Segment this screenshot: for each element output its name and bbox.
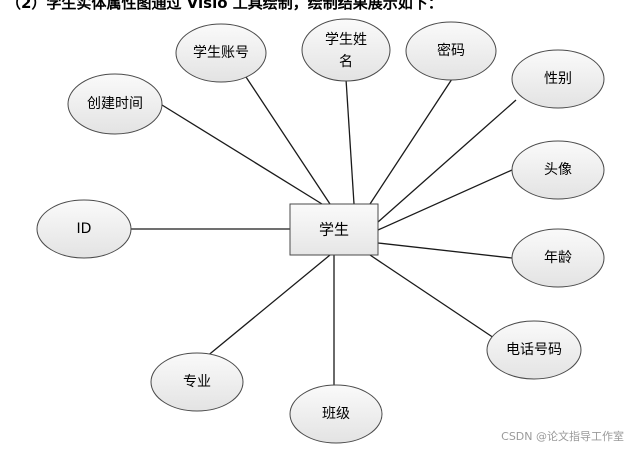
attr-password[interactable]: 密码 <box>405 21 497 81</box>
edge-password <box>369 78 453 205</box>
entity-student-label: 学生 <box>319 221 349 239</box>
edge-age <box>377 242 513 259</box>
watermark-text: CSDN @论文指导工作室 <box>501 430 624 443</box>
edge-avatar <box>377 169 513 231</box>
edge-create-time <box>161 104 323 205</box>
attr-password-label: 密码 <box>437 42 465 59</box>
attr-class-label: 班级 <box>322 406 350 422</box>
attr-phone-label: 电话号码 <box>506 342 562 358</box>
attr-avatar-label: 头像 <box>544 162 572 178</box>
attr-create-time[interactable]: 创建时间 <box>67 73 163 135</box>
attr-phone[interactable]: 电话号码 <box>486 320 582 380</box>
attr-age-label: 年龄 <box>544 250 572 266</box>
attr-account[interactable]: 学生账号 <box>175 23 267 83</box>
attr-avatar[interactable]: 头像 <box>511 140 605 200</box>
edge-name <box>345 78 355 205</box>
edge-account <box>245 76 331 205</box>
attr-gender[interactable]: 性别 <box>511 49 605 109</box>
entity-student[interactable] <box>289 203 379 256</box>
attr-id-label: ID <box>77 221 92 237</box>
attr-name-label-line2: 名 <box>339 54 353 70</box>
attr-create-time-label: 创建时间 <box>87 96 143 112</box>
edge-phone <box>369 254 495 339</box>
attr-gender-label: 性别 <box>544 71 572 87</box>
attr-major-label: 专业 <box>183 374 211 390</box>
attr-name-label-line1: 学生姓 <box>325 32 367 48</box>
attr-class[interactable]: 班级 <box>289 384 383 444</box>
attr-id[interactable]: ID <box>36 199 132 259</box>
attr-account-label: 学生账号 <box>193 45 249 61</box>
edge-gender <box>377 99 517 223</box>
attr-name[interactable]: 学生姓 名 <box>301 18 391 82</box>
edge-major <box>199 254 331 363</box>
caption-text: （2）学生实体属性图通过 Visio 工具绘制，绘制结果展示如下： <box>6 0 443 12</box>
attr-age[interactable]: 年龄 <box>511 228 605 288</box>
attr-major[interactable]: 专业 <box>150 352 244 412</box>
